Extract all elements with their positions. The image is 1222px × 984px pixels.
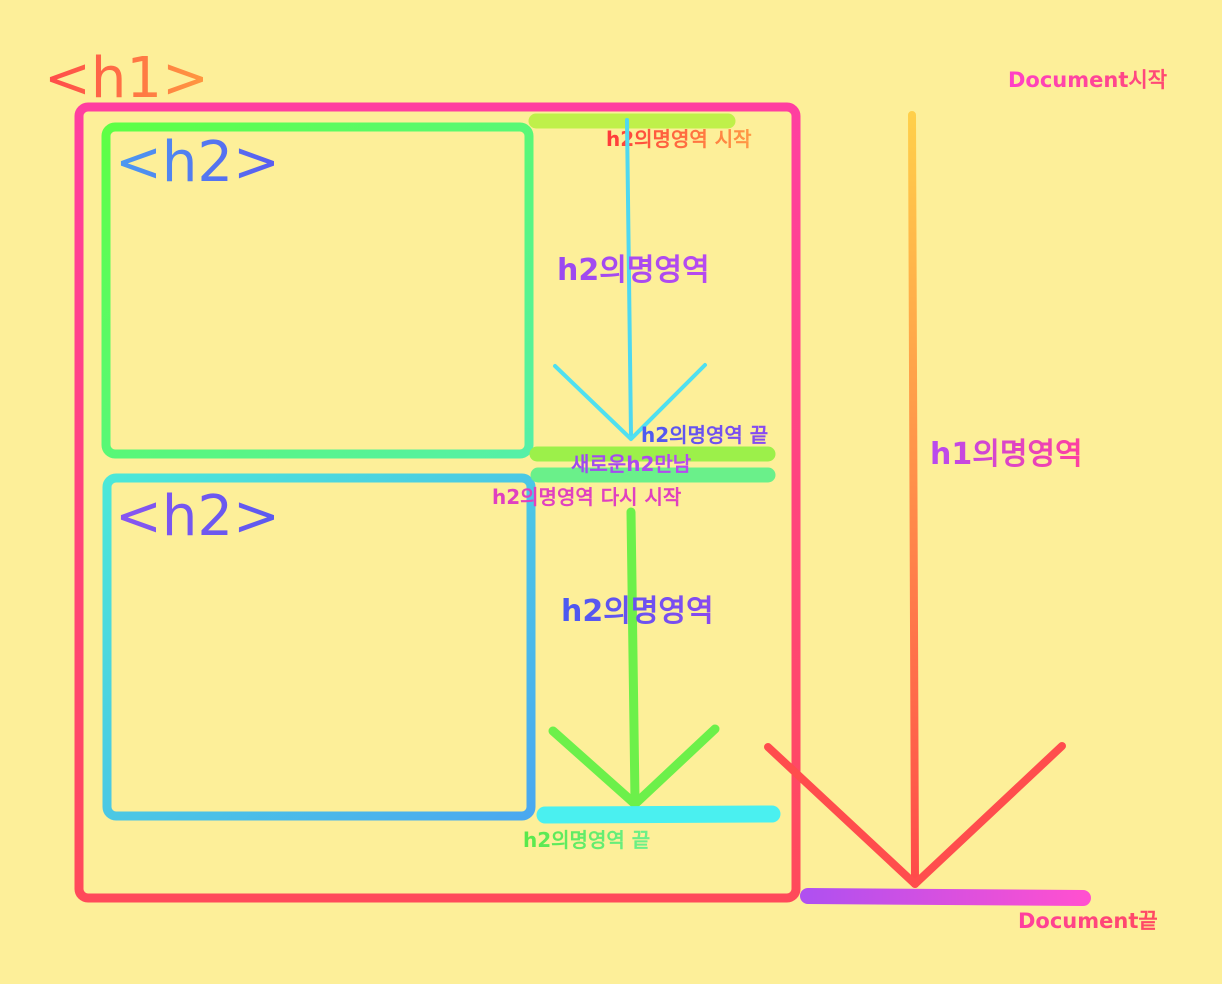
h1-tag-label: <h1> (44, 46, 209, 111)
document-start-label: Document시작 (1008, 68, 1167, 92)
h2-tag-label-top: <h2> (115, 130, 280, 195)
document-end-bar (800, 888, 1091, 906)
h2-area-label-bottom: h2의명영역 (561, 594, 714, 629)
h2-area-arrow-top (553, 118, 707, 441)
h2-area-start-label: h2의명영역 시작 (606, 127, 752, 151)
h2-section-box-bottom (102, 473, 536, 821)
h2-end-bar-bottom (536, 805, 781, 824)
h1-section-box (74, 102, 801, 903)
h2-tag-label-bottom: <h2> (115, 484, 280, 549)
h1-area-arrow (764, 111, 1066, 888)
h2-section-box-top (101, 122, 534, 459)
new-h2-meet-label: 새로운h2만남 (571, 452, 692, 476)
h2-area-restart-label: h2의명영역 다시 시작 (492, 485, 682, 509)
h2-area-arrow-bottom (548, 507, 720, 809)
document-end-label: Document끝 (1018, 909, 1158, 933)
h2-area-end-label-bottom: h2의명영역 끝 (523, 828, 650, 852)
h1-area-label: h1의명영역 (930, 437, 1083, 472)
h2-area-label-top: h2의명영역 (557, 253, 710, 288)
h2-area-end-label-top: h2의명영역 끝 (641, 423, 768, 447)
